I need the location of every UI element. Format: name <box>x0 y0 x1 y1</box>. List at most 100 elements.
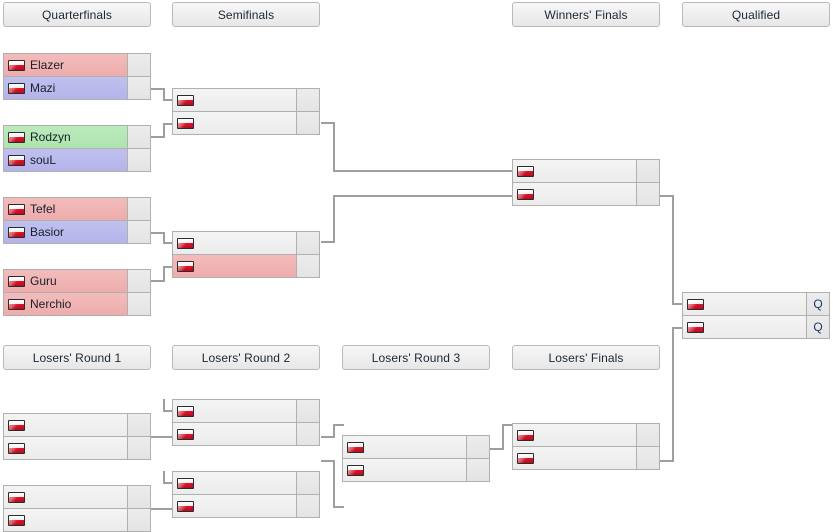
score-cell[interactable] <box>127 77 150 99</box>
match-lr3a[interactable] <box>342 435 490 482</box>
connector <box>490 448 504 450</box>
match-row[interactable] <box>172 422 320 446</box>
score-cell[interactable] <box>466 459 489 481</box>
match-qf2[interactable]: Rodzyn souL <box>3 125 151 172</box>
match-lr2b[interactable] <box>172 471 320 518</box>
score-cell[interactable] <box>127 437 150 459</box>
player-cell[interactable]: Mazi <box>4 77 127 99</box>
score-cell[interactable] <box>127 486 150 508</box>
player-cell[interactable] <box>513 183 636 205</box>
player-cell[interactable] <box>4 437 127 459</box>
player-cell[interactable] <box>4 486 127 508</box>
match-row[interactable]: Basior <box>3 220 151 244</box>
score-cell[interactable] <box>296 232 319 254</box>
match-losers-finals[interactable] <box>512 423 660 470</box>
match-row[interactable]: Tefel <box>3 197 151 221</box>
match-row[interactable] <box>3 485 151 509</box>
score-cell[interactable] <box>296 112 319 134</box>
match-row[interactable] <box>172 111 320 135</box>
player-cell[interactable] <box>4 509 127 531</box>
poland-flag-icon <box>517 188 534 200</box>
match-sf2[interactable] <box>172 231 320 278</box>
score-cell[interactable] <box>127 293 150 315</box>
player-cell[interactable] <box>683 316 806 338</box>
match-row[interactable]: Q <box>682 315 830 339</box>
player-cell[interactable] <box>173 472 296 494</box>
score-cell[interactable] <box>296 423 319 445</box>
player-cell[interactable] <box>513 447 636 469</box>
match-row[interactable] <box>512 423 660 447</box>
match-row[interactable] <box>3 508 151 532</box>
player-cell[interactable] <box>173 112 296 134</box>
player-cell[interactable] <box>343 459 466 481</box>
player-cell[interactable]: Elazer <box>4 54 127 76</box>
match-lr1b[interactable] <box>3 485 151 532</box>
player-cell[interactable]: Tefel <box>4 198 127 220</box>
score-cell[interactable] <box>636 183 659 205</box>
match-row[interactable] <box>172 254 320 278</box>
score-cell[interactable] <box>296 472 319 494</box>
match-sf1[interactable] <box>172 88 320 135</box>
player-cell[interactable] <box>173 89 296 111</box>
player-cell[interactable] <box>683 293 806 315</box>
poland-flag-icon <box>8 491 25 503</box>
score-cell[interactable] <box>127 126 150 148</box>
match-qf3[interactable]: Tefel Basior <box>3 197 151 244</box>
score-cell[interactable] <box>296 89 319 111</box>
player-cell[interactable] <box>513 424 636 446</box>
match-row[interactable]: Q <box>682 292 830 316</box>
score-cell[interactable] <box>127 509 150 531</box>
match-row[interactable] <box>342 458 490 482</box>
score-cell[interactable] <box>127 198 150 220</box>
match-row[interactable] <box>512 446 660 470</box>
match-row[interactable] <box>172 494 320 518</box>
match-row[interactable]: Rodzyn <box>3 125 151 149</box>
player-cell[interactable]: Rodzyn <box>4 126 127 148</box>
player-cell[interactable] <box>173 400 296 422</box>
score-cell[interactable] <box>127 414 150 436</box>
match-lr2a[interactable] <box>172 399 320 446</box>
match-row[interactable]: souL <box>3 148 151 172</box>
player-cell[interactable] <box>343 436 466 458</box>
player-cell[interactable] <box>4 414 127 436</box>
match-qf4[interactable]: Guru Nerchio <box>3 269 151 316</box>
match-row[interactable]: Mazi <box>3 76 151 100</box>
player-cell[interactable]: souL <box>4 149 127 171</box>
score-cell[interactable] <box>296 255 319 277</box>
score-cell[interactable] <box>636 447 659 469</box>
player-cell[interactable]: Basior <box>4 221 127 243</box>
match-winners-finals[interactable] <box>512 159 660 206</box>
player-cell[interactable] <box>173 495 296 517</box>
round-header-losers-finals: Losers' Finals <box>512 345 660 370</box>
score-cell[interactable] <box>636 160 659 182</box>
player-cell[interactable]: Guru <box>4 270 127 292</box>
score-cell[interactable] <box>296 400 319 422</box>
player-cell[interactable] <box>513 160 636 182</box>
match-row[interactable] <box>512 159 660 183</box>
score-cell[interactable] <box>296 495 319 517</box>
match-qualified[interactable]: Q Q <box>682 292 830 339</box>
match-row[interactable] <box>3 413 151 437</box>
player-cell[interactable] <box>173 255 296 277</box>
match-row[interactable]: Elazer <box>3 53 151 77</box>
match-row[interactable] <box>172 471 320 495</box>
match-row[interactable] <box>172 88 320 112</box>
match-row[interactable]: Nerchio <box>3 292 151 316</box>
player-cell[interactable]: Nerchio <box>4 293 127 315</box>
player-cell[interactable] <box>173 423 296 445</box>
match-row[interactable] <box>342 435 490 459</box>
match-qf1[interactable]: Elazer Mazi <box>3 53 151 100</box>
score-cell[interactable] <box>636 424 659 446</box>
player-cell[interactable] <box>173 232 296 254</box>
score-cell[interactable] <box>127 270 150 292</box>
score-cell[interactable] <box>466 436 489 458</box>
match-row[interactable] <box>172 231 320 255</box>
score-cell[interactable] <box>127 149 150 171</box>
match-row[interactable] <box>512 182 660 206</box>
match-row[interactable] <box>172 399 320 423</box>
match-lr1a[interactable] <box>3 413 151 460</box>
match-row[interactable] <box>3 436 151 460</box>
match-row[interactable]: Guru <box>3 269 151 293</box>
score-cell[interactable] <box>127 54 150 76</box>
score-cell[interactable] <box>127 221 150 243</box>
